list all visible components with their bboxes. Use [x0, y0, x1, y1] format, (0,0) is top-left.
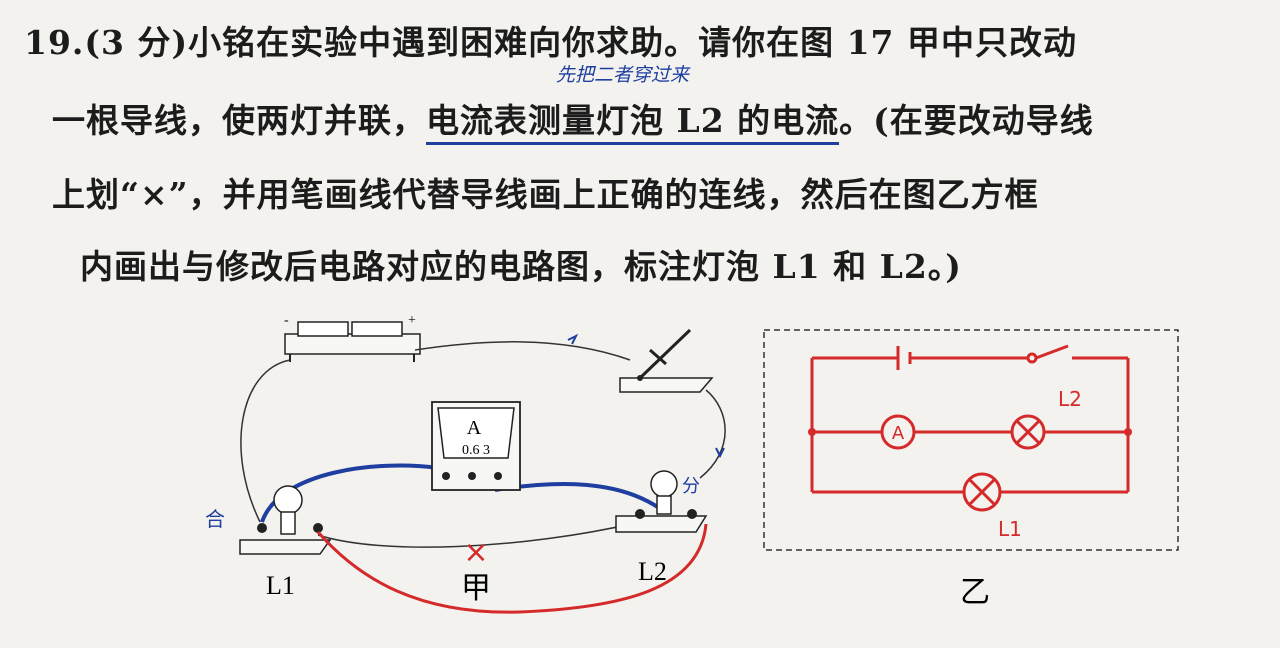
ammeter-letter: A [467, 417, 482, 439]
question-line-2-end: 。(在要改动导线 [839, 101, 1094, 140]
bulb-l2 [615, 470, 708, 533]
wire-l1-ammeter-blue [260, 463, 439, 523]
yi-label-l1: L1 [998, 517, 1022, 541]
battery-plus: + [408, 313, 416, 328]
figure-jia: - + A 0.6 3 [205, 313, 726, 614]
question-line-2: 一根导线，使两灯并联，电流表测量灯泡 L2 的电流。(在要改动导线 [52, 94, 1094, 145]
battery: - + [284, 313, 421, 362]
caption-jia: 甲 [461, 572, 491, 605]
label-l1: L1 [266, 571, 295, 600]
question-line-4: 内画出与修改后电路对应的电路图，标注灯泡 L1 和 L2。) [80, 247, 962, 286]
label-l2: L2 [638, 557, 667, 586]
wire-battery-switch [414, 341, 631, 361]
note-he: 合 [205, 507, 225, 531]
yi-ammeter-letter: A [892, 423, 905, 444]
figure-yi: A L2 L1 乙 [763, 329, 1179, 609]
red-circuit [810, 344, 1130, 512]
wire-l1-l2-crossed [317, 521, 641, 548]
wire-battery-l1 [240, 359, 291, 523]
yi-label-l2: L2 [1058, 387, 1082, 411]
ammeter-scale: 0.6 3 [462, 443, 490, 458]
question-line-1: 19.(3 分)小铭在实验中遇到困难向你求助。请你在图 17 甲中只改动 [24, 23, 1077, 62]
battery-minus: - [284, 313, 289, 328]
underlined-phrase: 电流表测量灯泡 L2 的电流 [426, 101, 840, 145]
handwritten-note: 先把二者穿过来 [556, 64, 690, 86]
caption-yi: 乙 [960, 576, 990, 609]
dashed-frame [763, 329, 1179, 551]
question-line-2-start: 一根导线，使两灯并联， [52, 101, 426, 140]
question-line-3: 上划“×”，并用笔画线代替导线画上正确的连线，然后在图乙方框 [52, 175, 1039, 214]
note-fen: 分 [682, 476, 700, 497]
cross-mark: × [463, 535, 488, 570]
switch [619, 328, 714, 393]
bulb-l1 [239, 485, 332, 555]
wire-switch-l2 [699, 389, 726, 479]
red-new-wire [316, 523, 708, 614]
circuit-figures: - + A 0.6 3 [205, 313, 1179, 614]
ammeter: A 0.6 3 [431, 401, 521, 491]
